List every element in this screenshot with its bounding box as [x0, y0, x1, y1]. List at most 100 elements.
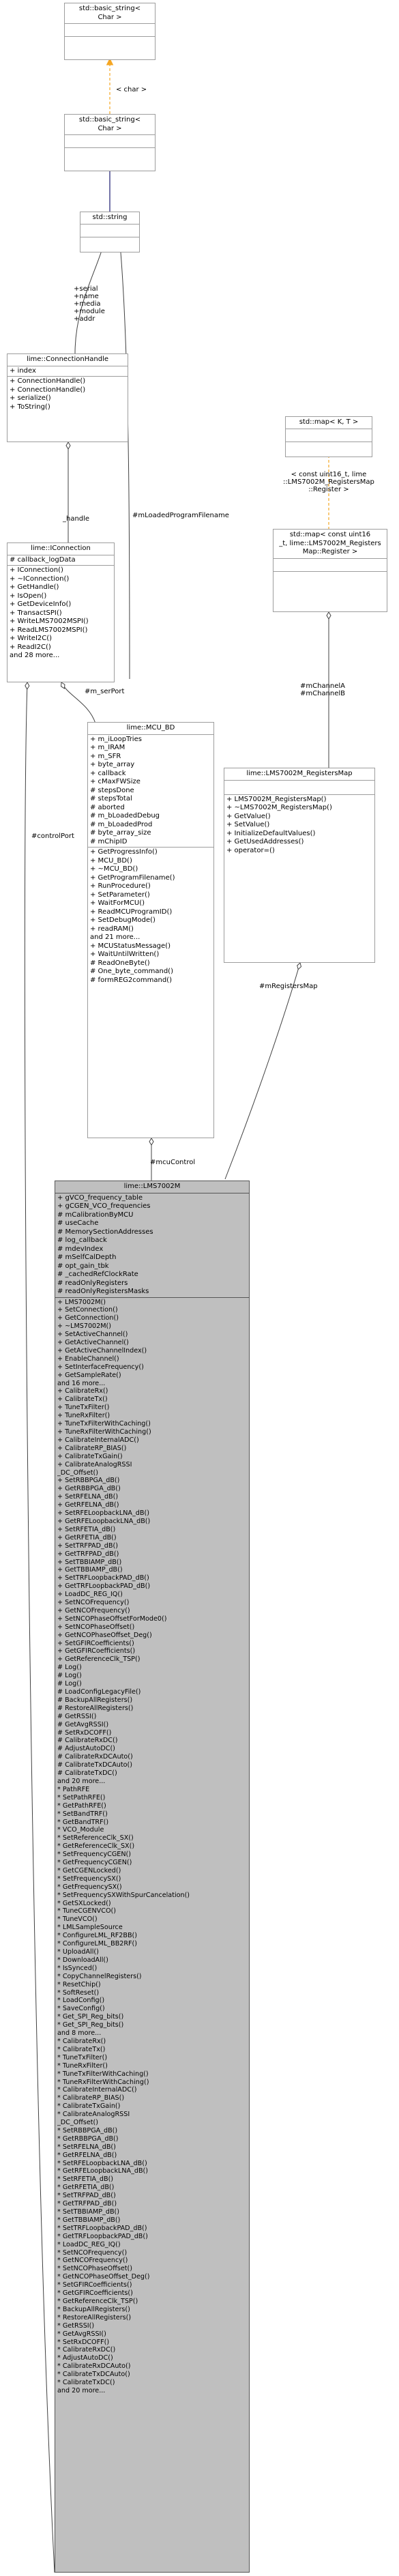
attributes-section: + m_iLoopTries+ m_IRAM+ m_SFR+ byte_arra…	[88, 735, 213, 848]
operation: + operator=()	[226, 846, 275, 854]
operation: and 8 more...	[57, 2029, 102, 2038]
operation: * Get_SPI_Reg_bits()	[57, 2021, 124, 2029]
operation: + GetHandle()	[10, 583, 59, 591]
operation: # Log()	[57, 1680, 82, 1688]
operation: + ~IConnection()	[10, 575, 70, 583]
operation: * VCO_Module	[57, 1826, 104, 1834]
edge-label-control-port: #controlPort	[31, 833, 74, 840]
class-title: std::basic_string< Char >	[65, 3, 155, 24]
attributes-section: + index	[8, 366, 128, 377]
operation: + InitializeDefaultValues()	[226, 829, 316, 837]
operation: * SetRFELNA_dB()	[57, 2143, 116, 2151]
attribute: # useCache	[57, 1219, 99, 1227]
class-title: std::string	[80, 212, 139, 225]
operations-section: + GetProgressInfo()+ MCU_BD()+ ~MCU_BD()…	[88, 848, 213, 985]
operation: * SetGFIRCoefficients()	[57, 2281, 132, 2289]
class-title: lime::LMS7002M	[55, 1181, 249, 1193]
operation: + GetProgramFilename()	[90, 873, 175, 882]
attribute: # m_bLoadedProd	[90, 820, 153, 828]
operation: + SetActiveChannel()	[57, 1331, 128, 1339]
attribute: # m_bLoadedDebug	[90, 812, 160, 820]
attributes-section: + gVCO_frequency_table+ gCGEN_VCO_freque…	[55, 1193, 249, 1298]
operation: + ~LMS7002M()	[57, 1322, 112, 1331]
class-std-string[interactable]: std::string	[80, 212, 140, 252]
operation: # GetAvgRSSI()	[57, 1720, 109, 1728]
attribute: # log_callback	[57, 1236, 107, 1244]
edge-label-string-members: +serial +name +media +module +addr	[74, 285, 105, 323]
operation: + SetNCOPhaseOffsetForMode0()	[57, 1615, 167, 1623]
attribute: + callback	[90, 769, 126, 777]
operation: * SetFrequencyCGEN()	[57, 1851, 132, 1859]
edge-label-channels: #mChannelA #mChannelB	[300, 682, 346, 697]
attribute: # opt_gain_tbk	[57, 1262, 109, 1270]
operation: * GetRSSI()	[57, 2321, 95, 2330]
class-registers-map-instance[interactable]: std::map< const uint16 _t, lime::LMS7002…	[273, 529, 387, 612]
operations-section: + LMS7002M()+ SetConnection()+ GetConnec…	[55, 1298, 249, 2396]
operation: + LMS7002M_RegistersMap()	[226, 795, 327, 803]
class-mcu-bd[interactable]: lime::MCU_BD + m_iLoopTries+ m_IRAM+ m_S…	[87, 722, 214, 1138]
operation: + GetUsedAddresses()	[226, 838, 304, 845]
operation: + CalibrateTxGain()	[57, 1452, 123, 1460]
operation: + GetProgressInfo()	[90, 848, 158, 856]
operation: + EnableChannel()	[57, 1355, 119, 1363]
operation: * PathRFE	[57, 1785, 90, 1793]
operation: + IConnection()	[10, 566, 63, 574]
operation: * GetRBBPGA_dB()	[57, 2134, 119, 2143]
attribute: # stepsTotal	[90, 795, 132, 802]
operation: * SetRxDCOFF()	[57, 2338, 110, 2346]
operation: + SetInterfaceFrequency()	[57, 1363, 144, 1371]
operation: and 21 more...	[90, 934, 141, 941]
operations-section	[274, 572, 387, 584]
class-std-map[interactable]: std::map< K, T >	[285, 416, 372, 457]
operation: + SetDebugMode()	[90, 916, 156, 924]
operation: # formREG2command()	[90, 976, 172, 984]
class-iconnection[interactable]: lime::IConnection # callback_logData + I…	[7, 542, 115, 682]
operations-section	[65, 148, 155, 160]
operation: + RunProcedure()	[90, 882, 151, 890]
operation: * CalibrateTxGain()	[57, 2102, 121, 2111]
class-basic-string-char[interactable]: std::basic_string< Char >	[64, 114, 156, 171]
operation: and 28 more...	[10, 652, 60, 659]
operation: * GetAvgRSSI()	[57, 2330, 106, 2338]
operation: * BackupAllRegisters()	[57, 2305, 130, 2313]
operation: # Log()	[57, 1672, 82, 1680]
operation: + TuneRxFilterWithCaching()	[57, 1428, 151, 1436]
class-basic-string-char-top[interactable]: std::basic_string< Char >	[64, 3, 156, 60]
attributes-section: # callback_logData	[8, 555, 114, 566]
operation: * SetTBBIAMP_dB()	[57, 2208, 120, 2216]
operation: + CalibrateInternalADC()	[57, 1436, 139, 1444]
operation: * TuneCGENVCO()	[57, 1907, 116, 1915]
operation: * TuneRxFilter()	[57, 2061, 108, 2070]
operation: + TuneTxFilterWithCaching()	[57, 1420, 151, 1428]
operation: * SetNCOPhaseOffset()	[57, 2265, 132, 2273]
operation: + GetActiveChannel()	[57, 1339, 129, 1347]
operation: * SetTRFPAD_dB()	[57, 2192, 116, 2200]
attribute: # mCalibrationByMCU	[57, 1211, 134, 1219]
class-lms7002m-registers-map[interactable]: lime::LMS7002M_RegistersMap + LMS7002M_R…	[224, 768, 375, 963]
operation: * GetRFELNA_dB()	[57, 2151, 117, 2159]
operations-section	[65, 37, 155, 49]
operation: + WriteLMS7002MSPI()	[10, 618, 89, 625]
operation: + SetRBBPGA_dB()	[57, 1477, 120, 1485]
operation: * GetReferenceClk_SX()	[57, 1842, 135, 1851]
operation: + GetTBBIAMP_dB()	[57, 1566, 123, 1574]
edge-string-members	[74, 244, 106, 354]
operation: * GetGFIRCoefficients()	[57, 2289, 133, 2298]
operation: + SetRFELNA_dB()	[57, 1493, 119, 1501]
operation: * LoadDC_REG_IQ()	[57, 2240, 121, 2248]
operation: + WaitForMCU()	[90, 899, 145, 907]
operation: * TuneVCO()	[57, 1915, 98, 1924]
attribute: # readOnlyRegistersMasks	[57, 1288, 149, 1295]
operation: and 20 more...	[57, 1777, 106, 1785]
attribute: + byte_array	[90, 761, 135, 768]
attribute: # readOnlyRegisters	[57, 1279, 128, 1287]
operation: + serialize()	[10, 394, 51, 402]
operation: * LMLSampleSource	[57, 1924, 123, 1932]
class-lms7002m[interactable]: lime::LMS7002M + gVCO_frequency_table+ g…	[55, 1181, 250, 2573]
operation: * UploadAll()	[57, 1948, 99, 1956]
operation: * GetRFETIA_dB()	[57, 2184, 115, 2192]
edge-label-registers-map: #mRegistersMap	[259, 983, 318, 990]
operation: * GetTRFPAD_dB()	[57, 2200, 117, 2208]
class-connection-handle[interactable]: lime::ConnectionHandle + index + Connect…	[7, 353, 128, 442]
operation: + SetTRFPAD_dB()	[57, 1542, 118, 1550]
